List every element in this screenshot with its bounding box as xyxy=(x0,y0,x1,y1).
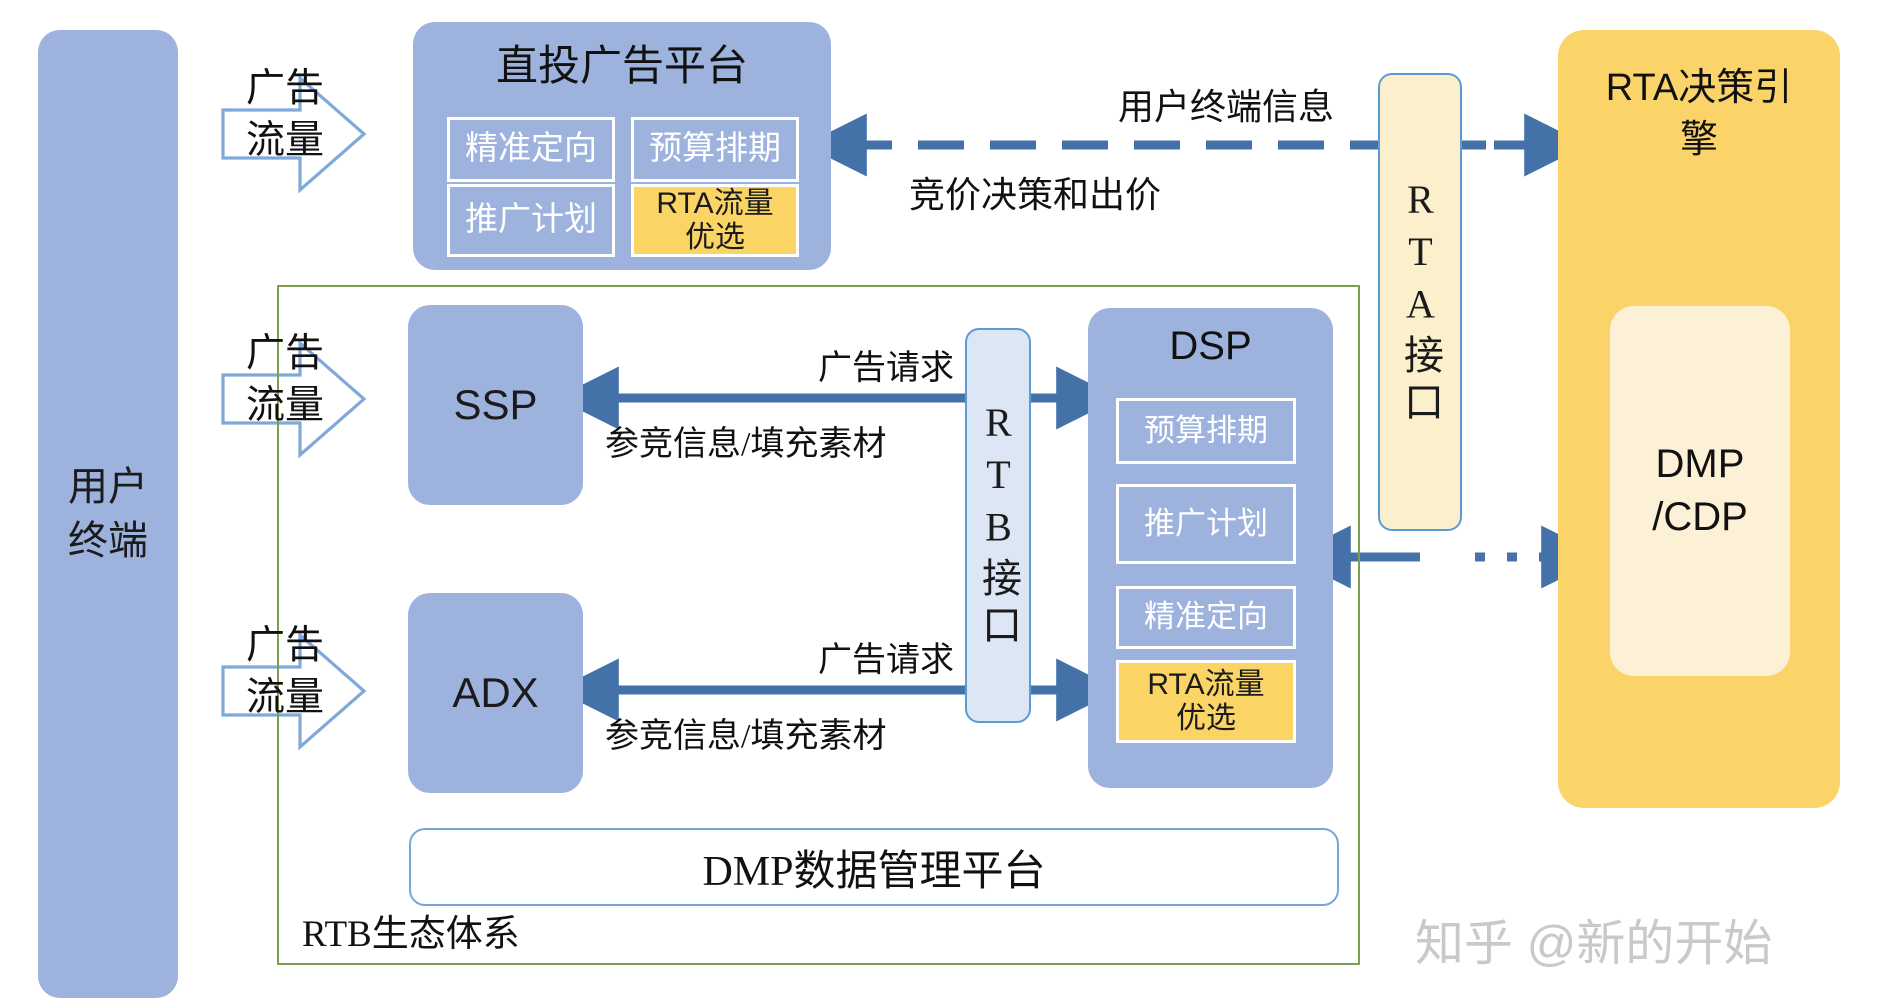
dsp-cell-targeting[interactable]: 精准定向 xyxy=(1116,586,1296,649)
traffic-arrow-label-1: 广告 流量 xyxy=(246,63,324,167)
rta-interface-label: RTA接口 xyxy=(1398,176,1443,428)
rta-engine-title-line2: 擎 xyxy=(1679,119,1718,162)
edge-label-bid-decision: 竞价决策和出价 xyxy=(909,175,1162,215)
dsp-cell-budget-label: 预算排期 xyxy=(1144,412,1268,448)
traffic-arrow-2-line1: 广告 xyxy=(246,332,325,375)
rta-decision-engine-block[interactable]: RTA决策引 擎 DMP /CDP xyxy=(1558,30,1840,808)
direct-platform-cell-rta[interactable]: RTA流量 优选 xyxy=(631,184,799,257)
direct-platform-cell-campaign[interactable]: 推广计划 xyxy=(447,184,615,257)
dsp-cell-rta[interactable]: RTA流量 优选 xyxy=(1116,660,1296,743)
direct-platform-cell-rta-line1: RTA流量 xyxy=(656,186,774,220)
direct-platform-cell-budget[interactable]: 预算排期 xyxy=(631,117,799,182)
edge-label-ad-request-top: 广告请求 xyxy=(818,350,954,387)
dsp-cell-budget[interactable]: 预算排期 xyxy=(1116,398,1296,464)
dmp-cdp-line2: /CDP xyxy=(1652,495,1748,539)
user-terminal-block[interactable]: 用户 终端 xyxy=(38,30,178,998)
user-terminal-label-line1: 用户 xyxy=(68,464,148,509)
ecosystem-label: RTB生态体系 xyxy=(302,914,520,955)
rta-interface-block[interactable]: RTA接口 xyxy=(1378,73,1462,531)
traffic-arrow-3-line2: 流量 xyxy=(246,675,325,719)
direct-ad-platform-title: 直投广告平台 xyxy=(495,44,748,90)
traffic-arrow-3-line1: 广告 xyxy=(246,624,325,667)
rtb-ecosystem-frame xyxy=(277,285,1360,965)
ssp-label: SSP xyxy=(453,381,538,428)
dmp-data-platform-bar[interactable]: DMP数据管理平台 xyxy=(409,828,1339,906)
dmp-cdp-block[interactable]: DMP /CDP xyxy=(1610,306,1790,676)
dmp-data-platform-label: DMP数据管理平台 xyxy=(702,848,1046,895)
user-terminal-label-line2: 终端 xyxy=(68,518,148,563)
dsp-cell-campaign[interactable]: 推广计划 xyxy=(1116,484,1296,564)
edge-label-bid-info-top: 参竞信息/填充素材 xyxy=(605,426,887,463)
traffic-arrow-label-3: 广告 流量 xyxy=(246,620,324,724)
adx-label: ADX xyxy=(452,669,539,716)
edge-label-ad-request-bottom: 广告请求 xyxy=(818,642,954,679)
traffic-arrow-1-line1: 广告 xyxy=(246,67,325,110)
rtb-interface-label: RTB接口 xyxy=(976,400,1021,651)
dsp-cell-rta-line2: 优选 xyxy=(1176,701,1236,735)
direct-platform-cell-rta-line2: 优选 xyxy=(685,220,745,254)
rta-engine-title-line1: RTA决策引 xyxy=(1605,67,1793,109)
traffic-arrow-1-line2: 流量 xyxy=(246,118,325,162)
traffic-arrow-label-2: 广告 流量 xyxy=(246,328,324,432)
dmp-cdp-line1: DMP xyxy=(1655,442,1745,487)
rtb-interface-block[interactable]: RTB接口 xyxy=(965,328,1031,723)
ssp-block[interactable]: SSP xyxy=(408,305,583,505)
dsp-block[interactable]: DSP 预算排期 推广计划 精准定向 RTA流量 优选 xyxy=(1088,308,1333,788)
direct-platform-cell-targeting[interactable]: 精准定向 xyxy=(447,117,615,182)
direct-platform-cell-budget-label: 预算排期 xyxy=(649,131,781,168)
edge-label-user-terminal-info: 用户终端信息 xyxy=(1118,87,1335,127)
edge-label-bid-info-bottom: 参竞信息/填充素材 xyxy=(605,718,887,755)
dsp-cell-targeting-label: 精准定向 xyxy=(1144,599,1268,635)
traffic-arrow-2-line2: 流量 xyxy=(246,383,325,427)
adx-block[interactable]: ADX xyxy=(408,593,583,793)
watermark: 知乎 @新的开始 xyxy=(1415,917,1773,971)
dsp-title: DSP xyxy=(1169,324,1252,368)
direct-platform-cell-campaign-label: 推广计划 xyxy=(465,202,597,239)
dsp-cell-rta-line1: RTA流量 xyxy=(1147,667,1265,701)
direct-platform-cell-targeting-label: 精准定向 xyxy=(465,131,597,168)
dsp-cell-campaign-label: 推广计划 xyxy=(1144,505,1268,541)
direct-ad-platform-block[interactable]: 直投广告平台 精准定向 预算排期 推广计划 RTA流量 优选 xyxy=(413,22,831,270)
